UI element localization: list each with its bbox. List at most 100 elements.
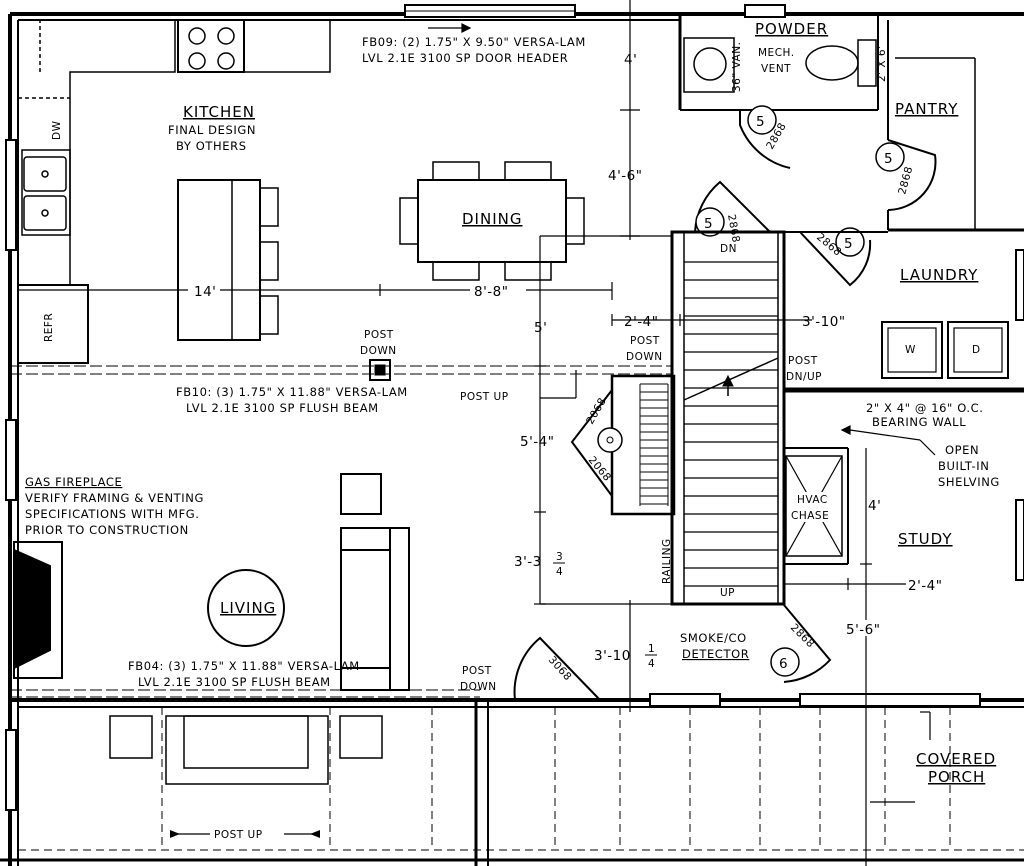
laundry-room <box>784 231 1024 393</box>
door-tag-5-a: 5 <box>747 105 777 135</box>
kitchen-cabinets <box>17 19 331 364</box>
stair-dn-label: DN <box>720 243 737 255</box>
dim-5ft: 5' <box>534 320 547 336</box>
fb09-arrow <box>428 23 472 33</box>
refrigerator-label: REFR <box>43 313 55 342</box>
living-label: LIVING <box>220 599 276 617</box>
svg-text:6: 6 <box>779 656 788 672</box>
dimension-lines <box>18 0 906 866</box>
mech-vent-label-1: MECH. <box>758 47 795 59</box>
powder-label: POWDER <box>755 20 828 38</box>
door-tag-5-b: 5 <box>875 142 905 172</box>
post-up-label-a: POST UP <box>460 391 509 403</box>
railing-label: RAILING <box>661 538 673 584</box>
dim-2ft-4in-b: 2'-4" <box>908 578 942 594</box>
dim-3ft-10in-b-den: 4 <box>648 658 655 670</box>
front-entry <box>513 636 981 707</box>
porch-dim-arrows <box>170 830 320 838</box>
dim-14ft: 14' <box>194 284 216 300</box>
fireplace-note-3: SPECIFICATIONS WITH MFG. <box>25 507 200 521</box>
dim-8ft-8in: 8'-8" <box>474 284 508 300</box>
pantry-shelf-label: 2' X 6' <box>876 45 888 82</box>
dim-4ft-6in: 4'-6" <box>608 168 642 184</box>
dim-4ft-b: 4' <box>868 498 881 514</box>
svg-text:5: 5 <box>884 151 893 167</box>
dim-5ft-4in: 5'-4" <box>520 434 554 450</box>
pantry-label: PANTRY <box>895 100 958 118</box>
vanity-label: 36" VAN. <box>731 42 743 92</box>
bearing-wall-note-1: 2" X 4" @ 16" O.C. <box>866 401 984 415</box>
dim-3ft-10in: 3'-10" <box>802 314 846 330</box>
post-down-label-4: DOWN <box>626 351 663 363</box>
laundry-label: LAUNDRY <box>900 266 978 284</box>
post-down-label-2: DOWN <box>360 345 397 357</box>
fb10-note-1: FB10: (3) 1.75" X 11.88" VERSA-LAM <box>176 385 408 399</box>
dim-5ft-6in: 5'-6" <box>846 622 880 638</box>
covered-porch <box>18 700 1024 866</box>
hvac-chase-label-1: HVAC <box>797 494 828 506</box>
svg-text:5: 5 <box>844 236 853 252</box>
closet-door-tag <box>597 427 623 453</box>
bearing-wall-note-2: BEARING WALL <box>872 415 966 429</box>
kitchen-note-2: BY OTHERS <box>176 139 247 153</box>
post-up-label-b: POST UP <box>214 829 263 841</box>
dining-label: DINING <box>462 210 522 228</box>
living-furniture <box>13 473 410 691</box>
shelving-note-2: BUILT-IN <box>938 459 989 473</box>
dim-3ft-10in-b-num: 1 <box>648 643 655 655</box>
stairs <box>570 230 786 606</box>
shelving-note-1: OPEN <box>945 443 979 457</box>
door-size-2868-b: 2868 <box>896 165 915 196</box>
kitchen-label: KITCHEN <box>183 103 255 121</box>
door-tag-6: 6 <box>770 647 800 677</box>
shelving-note-3: SHELVING <box>938 475 1000 489</box>
covered-porch-label-1: COVERED <box>916 750 996 768</box>
dim-3ft-3in: 3'-3 <box>514 554 542 570</box>
kitchen-note-1: FINAL DESIGN <box>168 123 256 137</box>
shelving-leader <box>840 425 936 456</box>
exterior-walls <box>0 4 1024 866</box>
post-down-label-1: POST <box>364 329 394 341</box>
svg-text:5: 5 <box>756 114 765 130</box>
door-swings-upper <box>694 110 937 287</box>
stair-up-label: UP <box>720 587 735 599</box>
post-dn-up-label-1: POST <box>788 355 818 367</box>
dim-2ft-4in-a: 2'-4" <box>624 314 658 330</box>
washer-label: W <box>905 344 916 356</box>
study-walls <box>783 390 849 683</box>
porch-leader <box>870 711 931 803</box>
dim-3ft-3in-num: 3 <box>556 551 563 563</box>
dim-3ft-3in-den: 4 <box>556 566 563 578</box>
covered-porch-label-2: PORCH <box>928 768 985 786</box>
door-size-2068-a: 2068 <box>584 396 609 427</box>
fireplace-note-1: GAS FIREPLACE <box>25 475 122 489</box>
door-size-2868-c: 2868 <box>725 213 742 243</box>
post-down-label-5: POST <box>462 665 492 677</box>
post-dn-up-label-2: DN/UP <box>786 371 822 383</box>
fireplace-note-4: PRIOR TO CONSTRUCTION <box>25 523 189 537</box>
dishwasher-label: DW <box>51 120 63 140</box>
door-tag-5-d: 5 <box>835 227 865 257</box>
post-down-label-3: POST <box>630 335 660 347</box>
mech-vent-label-2: VENT <box>761 63 791 75</box>
smoke-detector-note-2: DETECTOR <box>682 647 749 661</box>
study-label: STUDY <box>898 530 953 548</box>
fb10-note-2: LVL 2.1E 3100 SP FLUSH BEAM <box>186 401 379 415</box>
hvac-chase-label-2: CHASE <box>791 510 829 522</box>
powder-room <box>680 14 1024 232</box>
dining-table <box>399 161 585 281</box>
fireplace-note-2: VERIFY FRAMING & VENTING <box>25 491 204 505</box>
door-tag-5-c: 5 <box>695 207 725 237</box>
svg-text:5: 5 <box>704 216 713 232</box>
fb09-note-1: FB09: (2) 1.75" X 9.50" VERSA-LAM <box>362 35 586 49</box>
dryer-label: D <box>972 344 981 356</box>
flush-beams <box>10 359 672 698</box>
fb04-note-2: LVL 2.1E 3100 SP FLUSH BEAM <box>138 675 331 689</box>
dim-4ft: 4' <box>624 52 637 68</box>
smoke-detector-note-1: SMOKE/CO <box>680 631 747 645</box>
dim-3ft-10in-b: 3'-10 <box>594 648 631 664</box>
fb09-note-2: LVL 2.1E 3100 SP DOOR HEADER <box>362 51 568 65</box>
fb04-note-1: FB04: (3) 1.75" X 11.88" VERSA-LAM <box>128 659 360 673</box>
post-down-label-6: DOWN <box>460 681 497 693</box>
